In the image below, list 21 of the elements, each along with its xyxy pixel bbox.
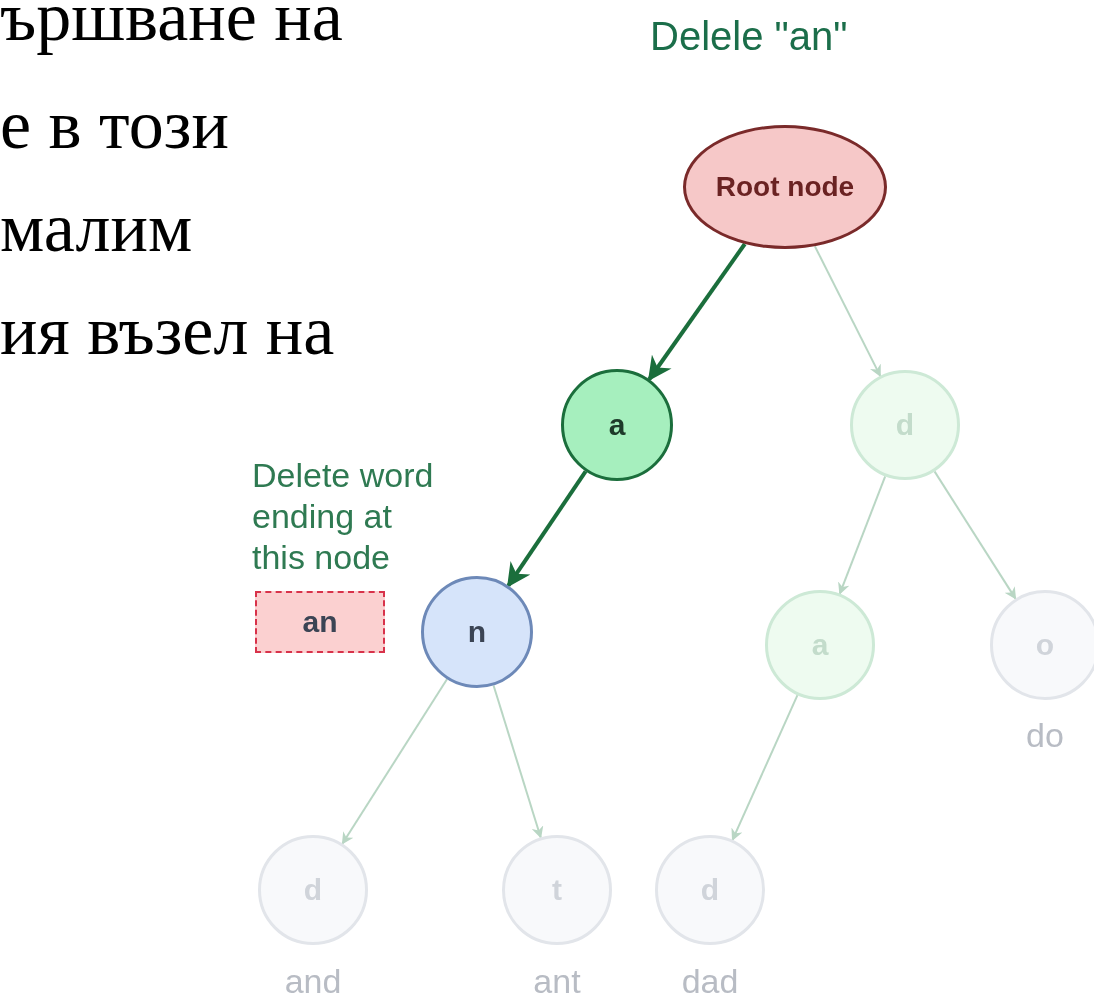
- word-caption: dad: [680, 962, 740, 1001]
- node-label: a: [608, 408, 626, 442]
- body-text: малим: [0, 193, 193, 263]
- word-caption: do: [1025, 716, 1065, 755]
- arrow: [647, 242, 747, 382]
- word-box: [255, 591, 385, 653]
- word-caption: and: [283, 962, 343, 1001]
- word-caption: ant: [532, 962, 582, 1001]
- node-label: an: [302, 605, 338, 639]
- arrow: [838, 475, 887, 595]
- arrow: [341, 678, 448, 845]
- arrow: [933, 470, 1017, 600]
- diagram-title: Delele "an": [650, 14, 848, 59]
- body-text: е в този: [0, 90, 229, 160]
- body-text: ия възел на: [0, 296, 335, 366]
- arrow: [506, 470, 588, 588]
- node-label: Root node: [715, 171, 855, 203]
- node-label: n: [467, 615, 487, 649]
- arrow: [731, 694, 799, 841]
- annotation-text: Delete word ending at this node: [252, 455, 435, 578]
- arrow: [492, 684, 544, 839]
